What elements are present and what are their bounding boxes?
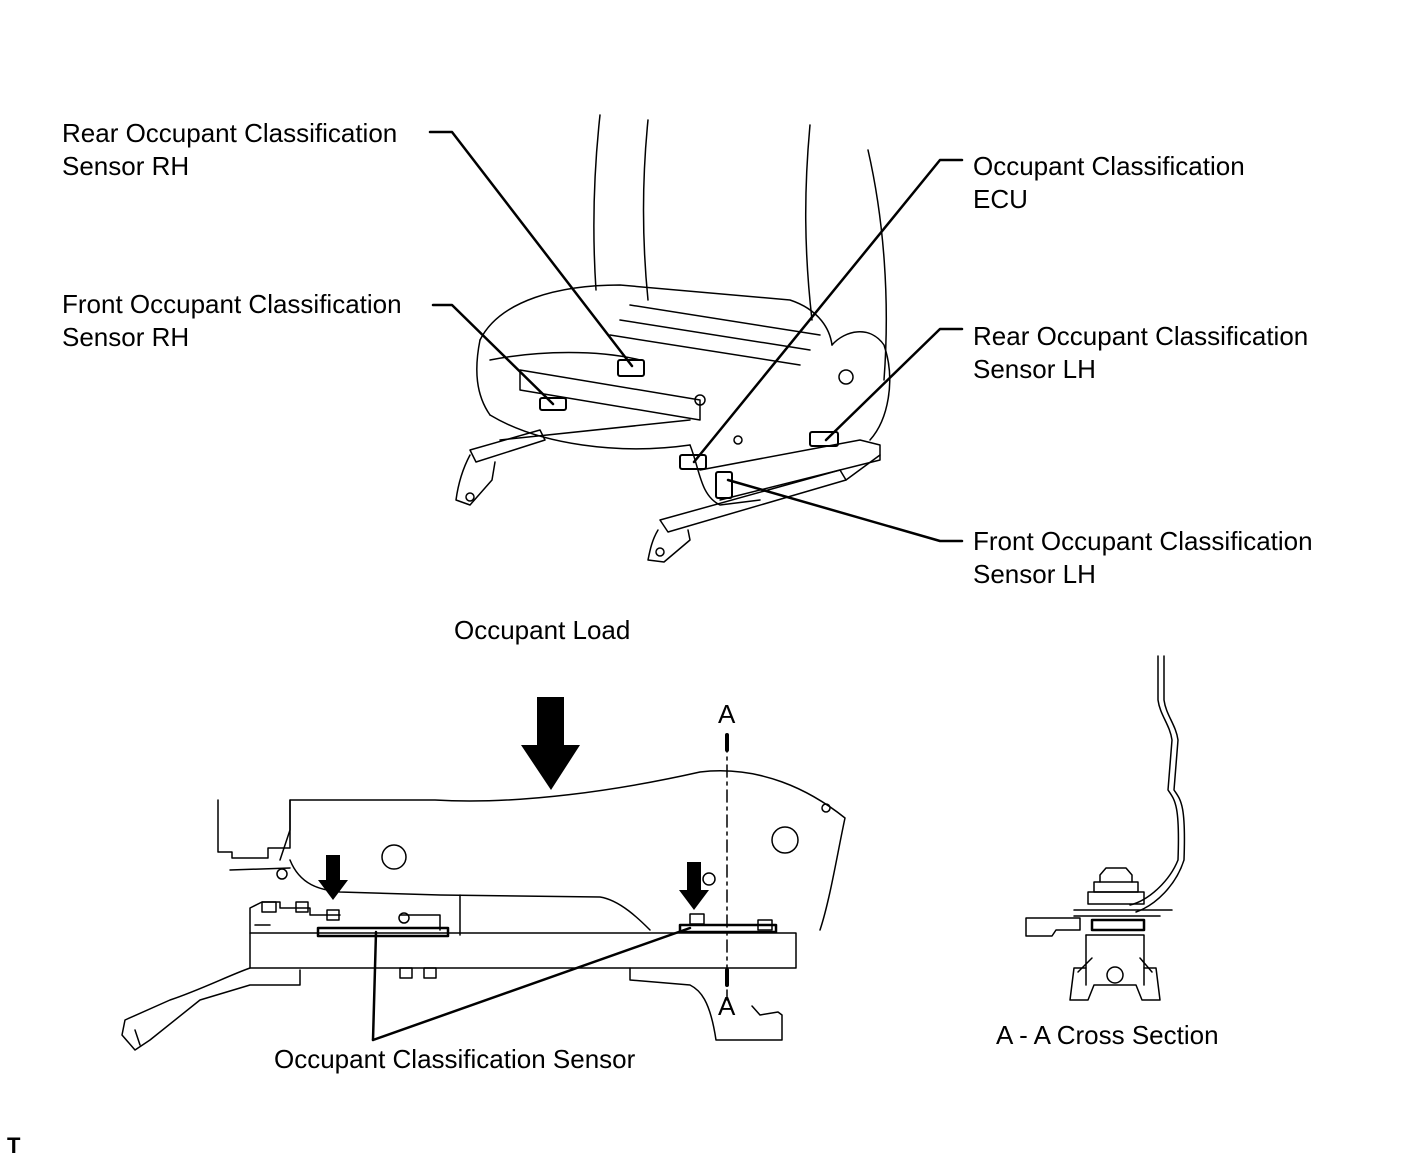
front-sensor-lh-label: Front Occupant Classification Sensor LH bbox=[973, 525, 1313, 591]
section-mark-top: A bbox=[718, 699, 736, 729]
front-sensor-lh-line2: Sensor LH bbox=[973, 559, 1096, 589]
front-sensor-rh-line2: Sensor RH bbox=[62, 322, 190, 352]
ecu-line2: ECU bbox=[973, 184, 1028, 214]
cross-section-illustration bbox=[1025, 655, 1186, 1001]
cross-section-label: A - A Cross Section bbox=[996, 1020, 1219, 1050]
front-sensor-lh-line1: Front Occupant Classification bbox=[973, 526, 1313, 556]
rear-sensor-lh-line1: Rear Occupant Classification bbox=[973, 321, 1309, 351]
front-sensor-rh-line1: Front Occupant Classification bbox=[62, 289, 402, 319]
leader-lines-bottom bbox=[371, 926, 692, 1042]
sensor-load-arrow-right bbox=[679, 862, 709, 910]
corner-mark: T bbox=[7, 1133, 21, 1158]
rear-sensor-lh-label: Rear Occupant Classification Sensor LH bbox=[973, 320, 1308, 386]
front-sensor-rh-label: Front Occupant Classification Sensor RH bbox=[62, 288, 402, 354]
rear-sensor-rh-label: Rear Occupant Classification Sensor RH bbox=[62, 117, 397, 183]
rear-sensor-rh-line2: Sensor RH bbox=[62, 151, 190, 181]
section-mark-bottom: A bbox=[718, 991, 736, 1021]
ecu-label: Occupant Classification ECU bbox=[973, 150, 1245, 216]
ecu-line1: Occupant Classification bbox=[973, 151, 1245, 181]
side-view-illustration bbox=[121, 733, 846, 1051]
sensor-callout-label: Occupant Classification Sensor bbox=[274, 1044, 636, 1074]
load-arrows bbox=[318, 697, 709, 910]
occupant-load-arrow bbox=[521, 697, 580, 790]
rear-sensor-lh-line2: Sensor LH bbox=[973, 354, 1096, 384]
sensor-load-arrow-left bbox=[318, 855, 348, 900]
seat-illustration bbox=[455, 114, 891, 563]
rear-sensor-rh-line1: Rear Occupant Classification bbox=[62, 118, 398, 148]
leader-lines-top bbox=[428, 130, 964, 543]
occupant-load-label: Occupant Load bbox=[454, 615, 631, 645]
